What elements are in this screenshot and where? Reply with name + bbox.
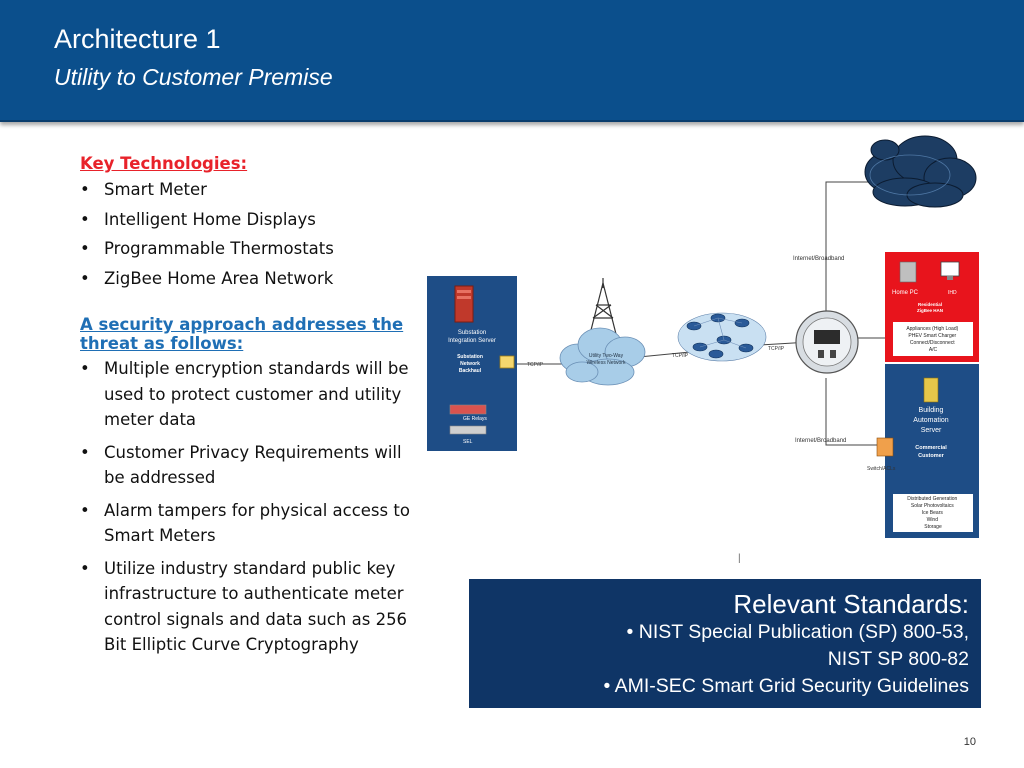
distributed-gen-label: Distributed Generation Solar Photovoltai…: [907, 496, 958, 530]
distributed-gen-box: [893, 494, 973, 532]
list-item: •Customer Privacy Requirements will be a…: [80, 442, 402, 488]
switch-acl-icon: [876, 437, 894, 457]
standards-line-1: • NIST Special Publication (SP) 800-53,: [626, 621, 969, 643]
appliances-box: [893, 322, 973, 356]
home-pc-label: Home PC: [892, 290, 919, 296]
switch-acls-label: Switch/ACLs: [867, 466, 896, 472]
list-item: •ZigBee Home Area Network: [80, 268, 334, 288]
stray-mark: |: [738, 553, 741, 564]
internet-broadband-label-1: Internet/Broadband: [793, 256, 844, 262]
sel-label: SEL: [463, 439, 473, 445]
ihd-label: IHD: [948, 290, 957, 296]
standards-title: Relevant Standards:: [733, 589, 969, 619]
list-item: •Multiple encryption standards will be u…: [80, 359, 409, 429]
tcpip-label-3: TCP/IP: [768, 346, 785, 352]
slide-subtitle: Utility to Customer Premise: [54, 64, 333, 90]
security-approach-heading: A security approach addresses the threat…: [80, 315, 404, 353]
building-server-icon: [923, 377, 939, 403]
key-technologies-heading: Key Technologies:: [80, 154, 248, 173]
key-technologies-list: •Smart Meter •Intelligent Home Displays …: [80, 177, 410, 291]
tcpip-label-1: TCP/IP: [527, 362, 544, 368]
list-item: •Smart Meter: [80, 180, 207, 199]
wireless-cloud: [559, 327, 646, 386]
smart-meter-icon: [795, 310, 859, 374]
relay-icon: [449, 404, 487, 415]
ge-relays-label: GE Relays: [463, 416, 487, 422]
slide-title: Architecture 1: [54, 24, 221, 54]
relevant-standards-box: Relevant Standards: • NIST Special Publi…: [469, 579, 981, 708]
ihd-icon: [940, 261, 960, 277]
left-text-column: Key Technologies: •Smart Meter •Intellig…: [80, 154, 410, 658]
list-item: •Intelligent Home Displays: [80, 209, 316, 229]
list-item: •Programmable Thermostats: [80, 239, 334, 258]
page-number: 10: [963, 736, 976, 748]
list-item: •Utilize industry standard public key in…: [80, 558, 408, 655]
home-pc-icon: [899, 261, 917, 283]
internet-cloud: [864, 135, 977, 208]
tcpip-label-2: TCP/IP: [672, 353, 689, 359]
switch-icon: [499, 355, 515, 369]
sel-device-icon: [449, 425, 487, 435]
list-item: •Alarm tampers for physical access to Sm…: [80, 500, 410, 546]
appliances-label: Appliances (High Load) PHEV Smart Charge…: [906, 326, 959, 353]
radio-tower-icon: [589, 278, 617, 335]
security-list: •Multiple encryption standards will be u…: [80, 356, 410, 658]
internet-broadband-label-2: Internet/Broadband: [795, 438, 846, 444]
server-icon: [454, 285, 474, 323]
slide-header: Architecture 1 Utility to Customer Premi…: [0, 0, 1024, 122]
standards-line-3: • AMI-SEC Smart Grid Security Guidelines: [603, 675, 969, 697]
standards-line-2: NIST SP 800-82: [827, 648, 969, 670]
